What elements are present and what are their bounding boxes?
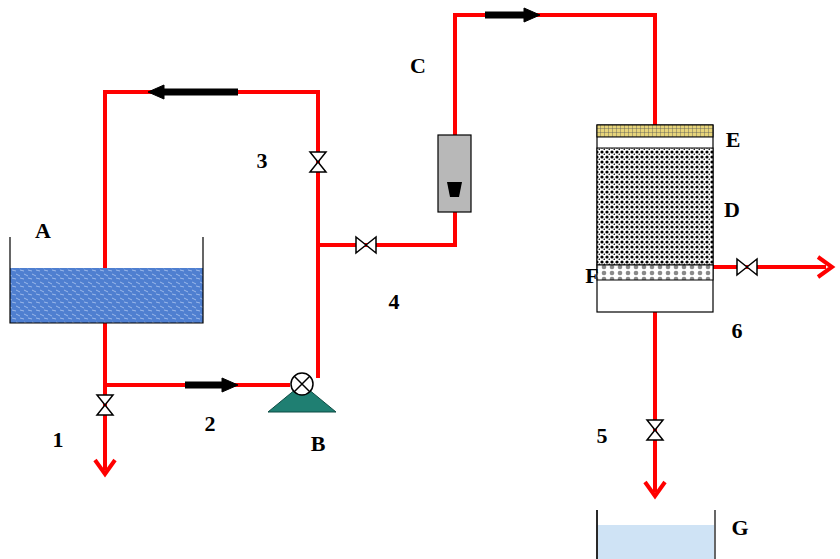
mesh-e [597,125,713,137]
column [597,125,713,312]
beaker-wall [596,510,597,559]
pump-symbol [291,373,313,395]
rotameter-float [447,182,462,197]
pump-cross [294,376,310,392]
support-f [597,265,713,280]
beaker-water [598,525,714,559]
callout-letter: C [410,55,426,77]
callout-letter: 3 [257,150,268,172]
flow-arrows [148,8,540,392]
callout-letter: 4 [389,291,400,313]
rotameter [438,135,471,212]
callout-letter: E [726,129,741,151]
beaker-wall-right [714,510,715,559]
callout-letter: B [311,433,326,455]
callout-letter: D [724,199,740,221]
tank-wall [10,237,203,323]
callout-letter: 2 [205,413,216,435]
tank-water [10,268,203,323]
beaker-wall-left [596,510,597,559]
pipework [105,15,826,492]
callout-letter: G [731,517,748,539]
callout-letter: A [35,220,51,242]
callout-letter: F [585,265,598,287]
callout-letter: 5 [597,425,608,447]
outlet-arrowheads [95,257,832,496]
callout-letter: 1 [53,429,64,451]
callout-letter: 6 [732,320,743,342]
packed-bed-d [597,148,713,265]
